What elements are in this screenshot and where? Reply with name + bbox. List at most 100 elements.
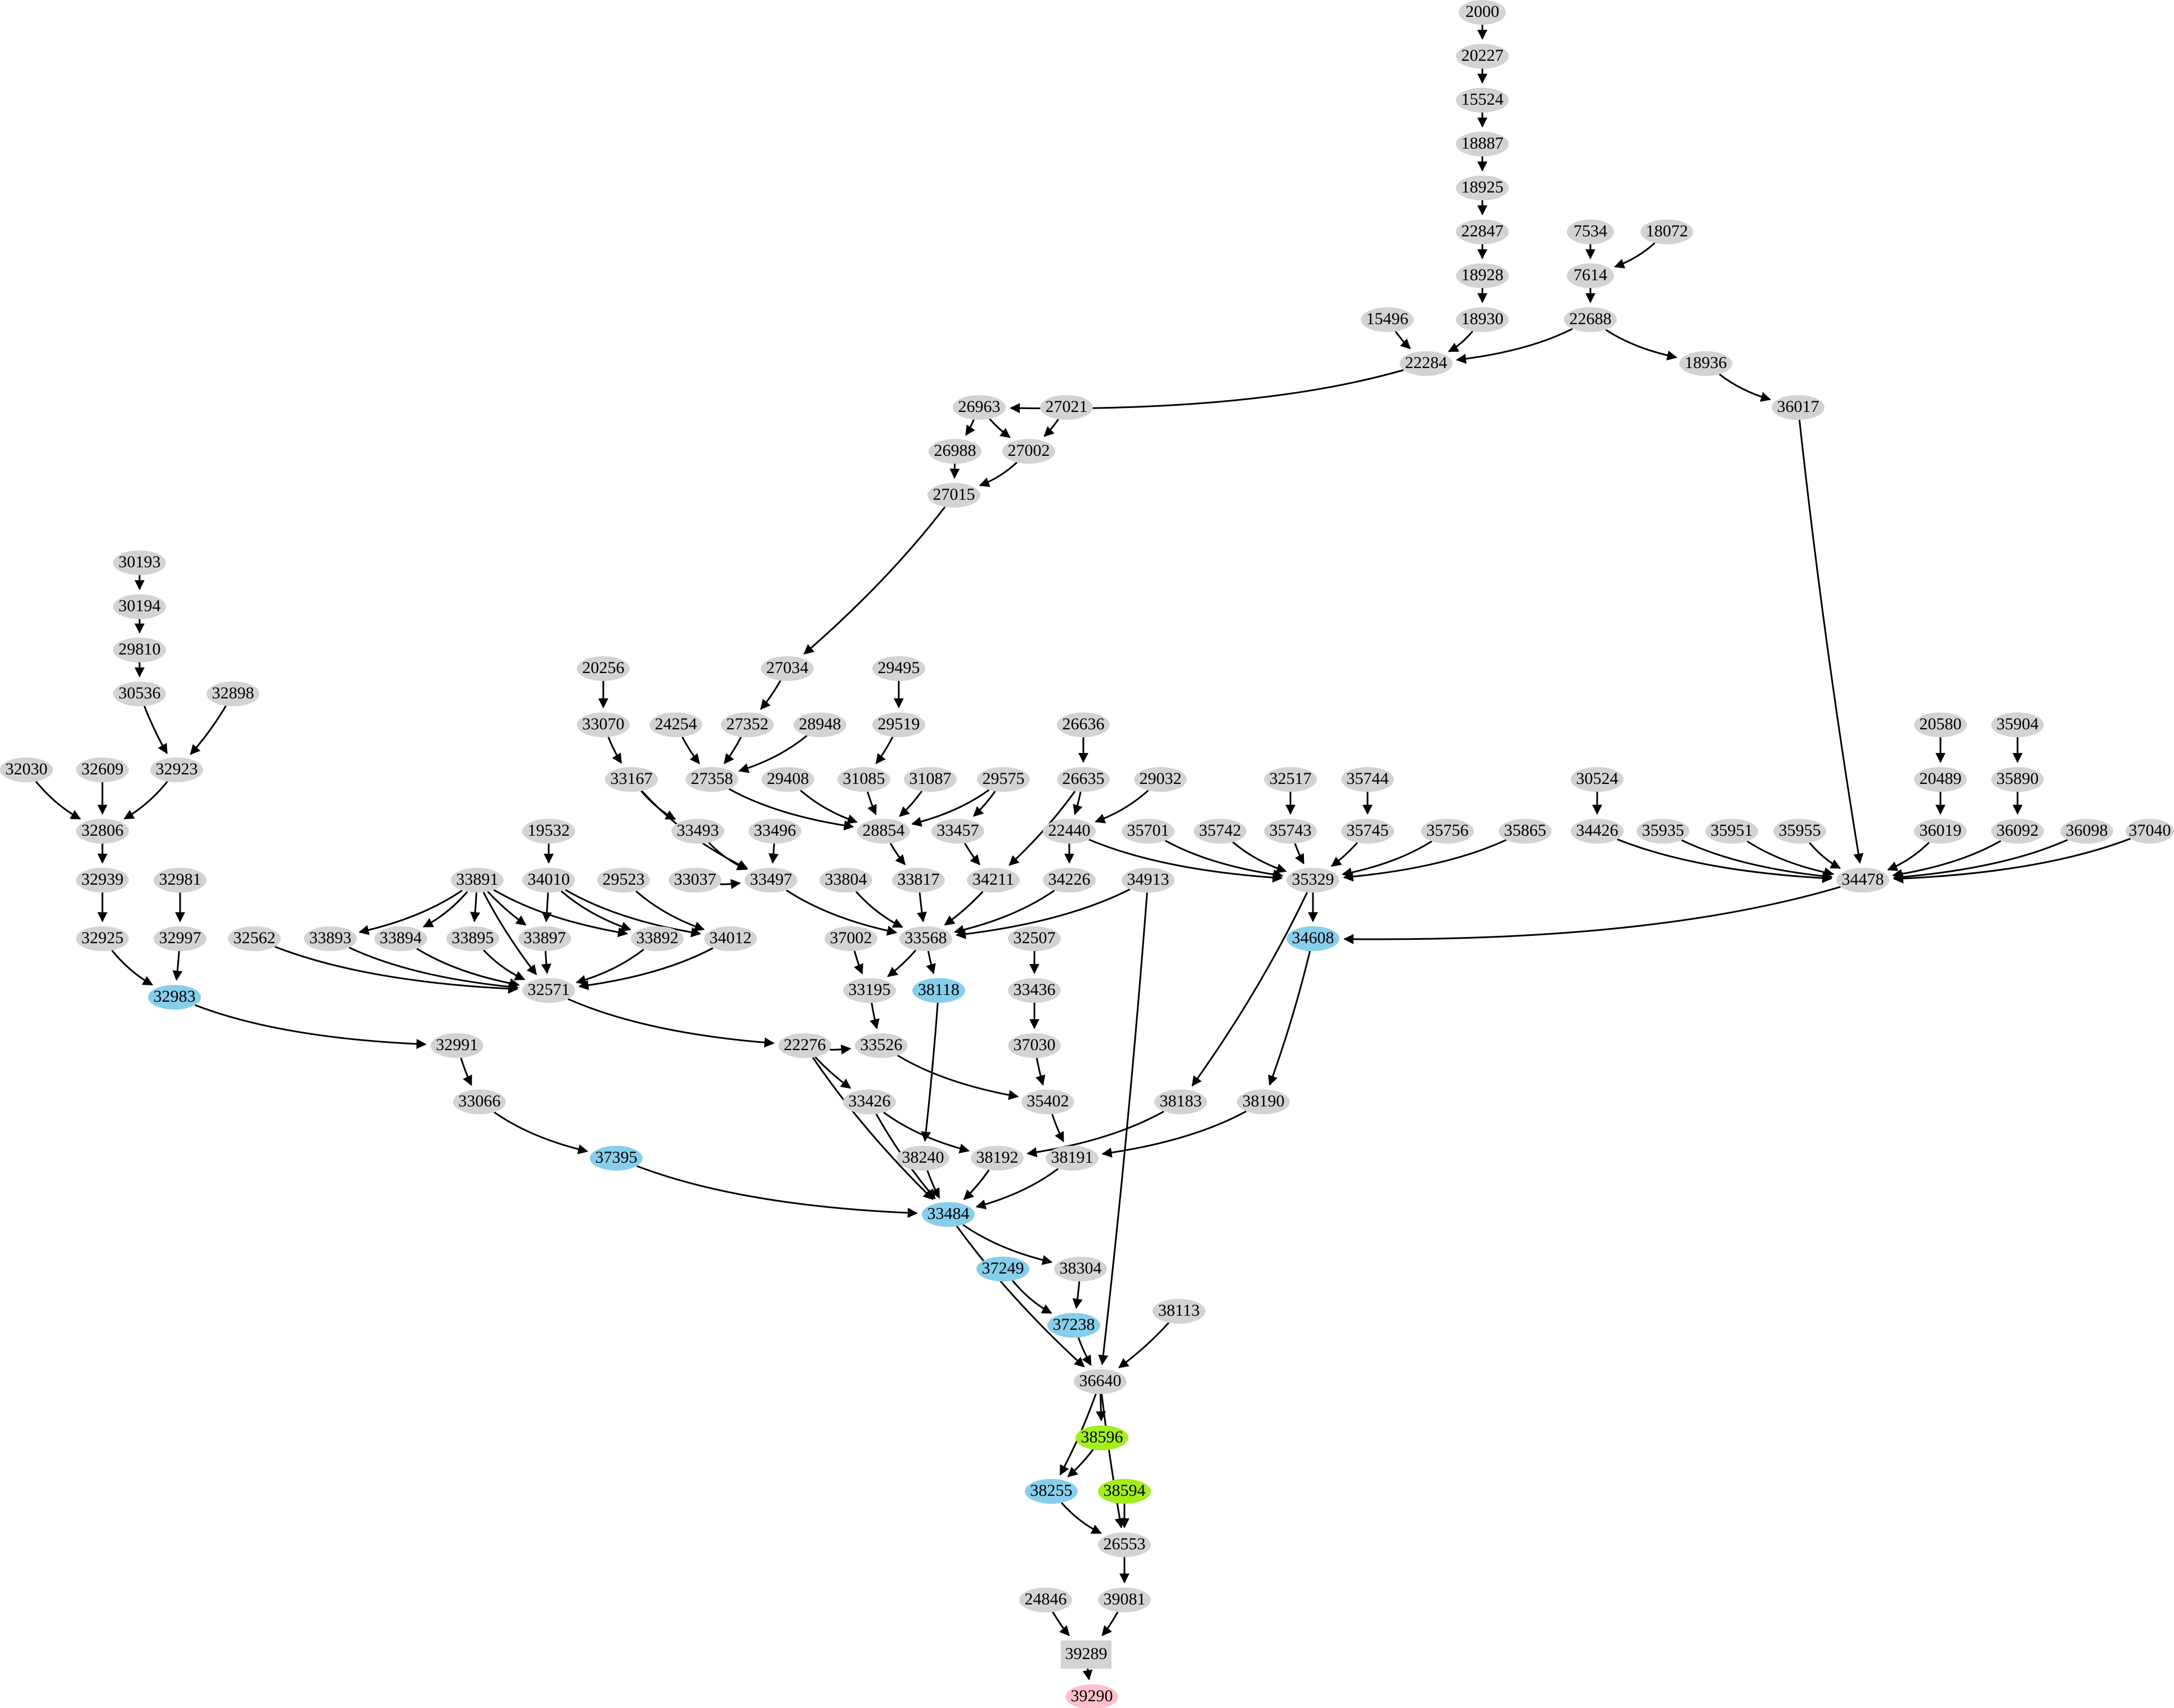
node-shape-ellipse[interactable] — [1122, 819, 1175, 844]
node-shape-ellipse[interactable] — [843, 1090, 896, 1114]
node-shape-ellipse[interactable] — [872, 656, 925, 681]
node-shape-ellipse[interactable] — [1705, 819, 1758, 844]
node-shape-ellipse[interactable] — [0, 757, 53, 782]
node-shape-ellipse[interactable] — [631, 926, 684, 951]
node-shape-ellipse[interactable] — [1264, 767, 1317, 792]
graph-node[interactable]: 36640 — [1074, 1369, 1127, 1394]
graph-node[interactable]: 18936 — [1679, 351, 1732, 376]
node-shape-ellipse[interactable] — [912, 978, 965, 1003]
node-shape-ellipse[interactable] — [855, 1033, 908, 1058]
graph-node[interactable]: 24254 — [649, 712, 702, 737]
graph-node[interactable]: 39289 — [1061, 1640, 1111, 1669]
graph-node[interactable]: 33436 — [1008, 978, 1061, 1003]
graph-node[interactable]: 38596 — [1075, 1425, 1128, 1450]
graph-node[interactable]: 34012 — [704, 926, 757, 951]
node-shape-ellipse[interactable] — [897, 1146, 949, 1171]
node-shape-ellipse[interactable] — [1098, 1532, 1151, 1557]
graph-node[interactable]: 35744 — [1341, 767, 1394, 792]
node-shape-ellipse[interactable] — [1154, 1090, 1207, 1114]
graph-node[interactable]: 15496 — [1361, 307, 1414, 332]
graph-node[interactable]: 33892 — [631, 926, 684, 951]
graph-node[interactable]: 35890 — [1991, 767, 2044, 792]
graph-node[interactable]: 38255 — [1025, 1479, 1078, 1504]
graph-node[interactable]: 32925 — [76, 926, 129, 951]
node-shape-ellipse[interactable] — [1456, 44, 1509, 69]
graph-node[interactable]: 32562 — [228, 926, 281, 951]
graph-node[interactable]: 30194 — [113, 594, 166, 619]
graph-node[interactable]: 32507 — [1008, 926, 1061, 951]
node-shape-ellipse[interactable] — [207, 682, 259, 706]
graph-node[interactable]: 38183 — [1154, 1090, 1207, 1114]
node-shape-ellipse[interactable] — [2060, 819, 2113, 844]
node-shape-ellipse[interactable] — [669, 868, 721, 893]
graph-node[interactable]: 29523 — [597, 868, 650, 893]
node-shape-ellipse[interactable] — [1640, 219, 1693, 244]
graph-node[interactable]: 18925 — [1456, 176, 1509, 200]
node-shape-ellipse[interactable] — [1025, 1479, 1078, 1504]
node-shape-ellipse[interactable] — [1571, 767, 1624, 792]
graph-node[interactable]: 29519 — [872, 712, 925, 737]
graph-node[interactable]: 38191 — [1046, 1146, 1099, 1171]
node-shape-ellipse[interactable] — [1400, 351, 1453, 376]
node-shape-ellipse[interactable] — [778, 1033, 831, 1058]
graph-node[interactable]: 29575 — [977, 767, 1030, 792]
node-shape-ellipse[interactable] — [1043, 868, 1096, 893]
node-shape-ellipse[interactable] — [1040, 395, 1093, 420]
node-shape-ellipse[interactable] — [794, 712, 846, 737]
graph-node[interactable]: 33804 — [819, 868, 872, 893]
node-shape-ellipse[interactable] — [1567, 219, 1614, 244]
graph-node[interactable]: 33497 — [745, 868, 797, 893]
graph-node[interactable]: 33070 — [577, 712, 630, 737]
node-shape-ellipse[interactable] — [748, 819, 801, 844]
node-shape-ellipse[interactable] — [76, 757, 129, 782]
node-shape-ellipse[interactable] — [1456, 176, 1509, 200]
node-shape-ellipse[interactable] — [929, 439, 981, 464]
graph-node[interactable]: 18928 — [1456, 263, 1509, 288]
node-shape-ellipse[interactable] — [857, 819, 910, 844]
graph-node[interactable]: 26988 — [929, 439, 981, 464]
graph-node[interactable]: 34426 — [1571, 819, 1624, 844]
node-shape-ellipse[interactable] — [1046, 1146, 1099, 1171]
graph-node[interactable]: 35701 — [1122, 819, 1175, 844]
graph-node[interactable]: 36098 — [2060, 819, 2113, 844]
graph-node[interactable]: 35756 — [1421, 819, 1474, 844]
node-shape-ellipse[interactable] — [671, 819, 724, 844]
node-shape-ellipse[interactable] — [1043, 819, 1096, 844]
graph-node[interactable]: 32571 — [522, 978, 575, 1003]
graph-node[interactable]: 34478 — [1836, 868, 1889, 893]
graph-node[interactable]: 27034 — [761, 656, 814, 681]
node-shape-ellipse[interactable] — [824, 926, 877, 951]
node-shape-ellipse[interactable] — [148, 985, 201, 1010]
graph-node[interactable]: 38304 — [1054, 1257, 1107, 1281]
graph-node[interactable]: 38113 — [1153, 1299, 1205, 1324]
graph-node[interactable]: 28948 — [794, 712, 846, 737]
graph-node[interactable]: 18887 — [1456, 132, 1509, 156]
node-shape-ellipse[interactable] — [577, 656, 630, 681]
node-shape-ellipse[interactable] — [374, 926, 427, 951]
node-shape-ellipse[interactable] — [1264, 819, 1317, 844]
graph-node[interactable]: 27352 — [721, 712, 774, 737]
node-shape-ellipse[interactable] — [1021, 1090, 1074, 1114]
node-shape-rect[interactable] — [1061, 1640, 1111, 1669]
node-shape-ellipse[interactable] — [1008, 1033, 1061, 1058]
node-shape-ellipse[interactable] — [899, 926, 952, 951]
graph-node[interactable]: 20227 — [1456, 44, 1509, 69]
graph-node[interactable]: 33891 — [451, 868, 504, 893]
graph-node[interactable]: 22284 — [1400, 351, 1453, 376]
graph-node[interactable]: 37002 — [824, 926, 877, 951]
node-shape-ellipse[interactable] — [1098, 1588, 1151, 1612]
node-shape-ellipse[interactable] — [522, 868, 575, 893]
node-shape-ellipse[interactable] — [76, 926, 129, 951]
graph-node[interactable]: 33895 — [446, 926, 499, 951]
graph-node[interactable]: 34608 — [1287, 926, 1339, 951]
node-shape-ellipse[interactable] — [704, 926, 757, 951]
graph-node[interactable]: 30193 — [113, 550, 166, 575]
graph-node[interactable]: 18072 — [1640, 219, 1693, 244]
graph-node[interactable]: 32517 — [1264, 767, 1317, 792]
graph-node[interactable]: 35743 — [1264, 819, 1317, 844]
graph-node[interactable]: 33037 — [669, 868, 721, 893]
node-shape-ellipse[interactable] — [522, 819, 575, 844]
node-shape-ellipse[interactable] — [1122, 868, 1175, 893]
node-shape-ellipse[interactable] — [1679, 351, 1732, 376]
node-shape-ellipse[interactable] — [1054, 1257, 1107, 1281]
